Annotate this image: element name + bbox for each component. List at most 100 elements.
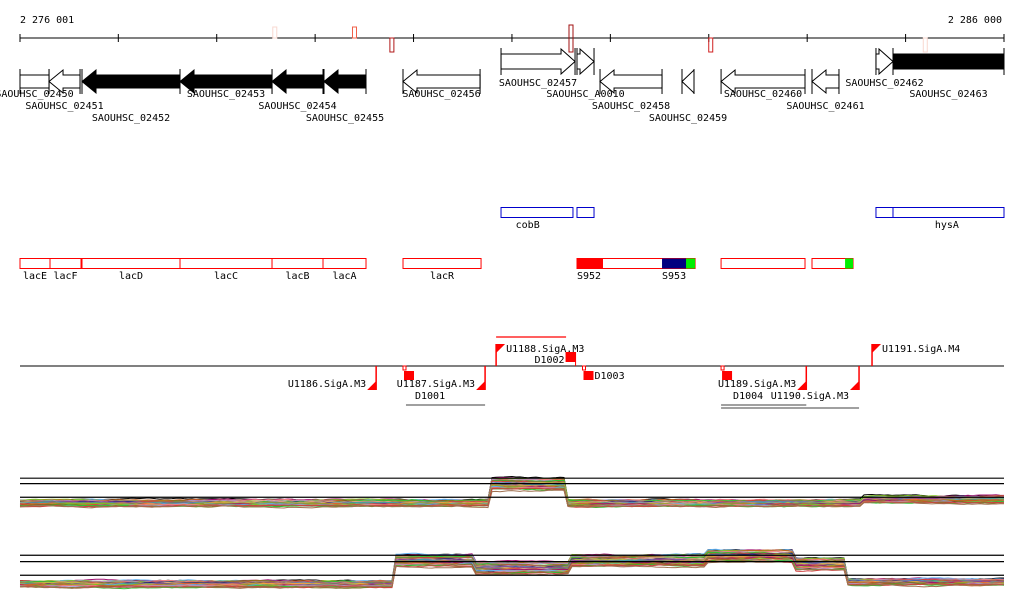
operon-box[interactable] [19, 258, 51, 269]
gene-arrow-shape [500, 47, 576, 76]
gene-label: SAOUHSC_02450 [0, 89, 74, 100]
terminator-d1004[interactable]: D1004 [720, 365, 763, 402]
gene-label: SAOUHSC_02452 [92, 113, 170, 124]
expression-series-line [19, 559, 1005, 588]
transcript-segment[interactable] [686, 258, 696, 269]
gene-saouhsc-02463[interactable]: SAOUHSC_02463 [892, 48, 1005, 100]
operon-box[interactable] [271, 258, 324, 269]
operon-box[interactable] [892, 207, 1005, 218]
gene-saouhsc-a0010[interactable]: SAOUHSC_A0010 [546, 47, 625, 100]
gene-saouhsc-02454[interactable]: SAOUHSC_02454 [258, 68, 337, 112]
operon-box[interactable] [81, 258, 181, 269]
terminator-label: D1001 [415, 391, 445, 402]
gene-saouhsc-02456[interactable]: SAOUHSC_02456 [402, 68, 481, 100]
promoter-u1189-siga-m3[interactable]: U1189.SigA.M3 [718, 366, 808, 390]
gene-saouhsc-02452[interactable]: SAOUHSC_02452 [81, 68, 181, 124]
promoter-label: U1189.SigA.M3 [718, 379, 796, 390]
ruler-marker[interactable] [351, 26, 357, 39]
promoter-label: U1191.SigA.M4 [882, 344, 960, 355]
promoter-flag-icon [496, 344, 506, 353]
ruler-marker[interactable] [922, 37, 928, 53]
terminator-stem [581, 365, 586, 371]
coordinate-ruler[interactable]: 2 276 001 2 286 000 [19, 15, 1005, 53]
transcript-segment[interactable] [576, 258, 603, 269]
ruler-marker[interactable] [568, 24, 574, 53]
gene-label: SAOUHSC_02463 [909, 89, 987, 100]
terminator-d1002[interactable]: D1002 [534, 352, 577, 366]
gene-arrow-shape [681, 68, 695, 95]
transcript-segment[interactable] [662, 258, 689, 269]
operon-label: lacE [23, 271, 47, 282]
operon-label: lacA [332, 271, 356, 282]
gene-saouhsc-02461[interactable]: SAOUHSC_02461 [786, 68, 865, 112]
expression-tracks[interactable] [19, 475, 1005, 590]
gene-arrow-shape [811, 68, 840, 95]
gene-saouhsc-02460[interactable]: SAOUHSC_02460 [720, 68, 806, 100]
terminator-stem [402, 365, 407, 371]
gene-arrow-shape [19, 74, 50, 89]
gene-arrow-shape [875, 47, 894, 76]
transcript-label: S952 [577, 271, 601, 282]
gene-arrow-shape [81, 68, 181, 95]
operon-label: lacF [53, 271, 77, 282]
operon-box[interactable] [49, 258, 82, 269]
expression-series-line [19, 489, 1005, 509]
ruler-marker[interactable] [708, 37, 714, 53]
expression-track-1[interactable] [19, 475, 1005, 509]
gene-label: SAOUHSC_02451 [25, 101, 103, 112]
operon-box[interactable] [875, 207, 894, 218]
operon-box[interactable] [720, 258, 806, 269]
gene-saouhsc-02457[interactable]: SAOUHSC_02457 [499, 47, 577, 89]
gene-label: SAOUHSC_02455 [306, 113, 384, 124]
terminator-stem [720, 365, 725, 371]
promoter-u1191-siga-m4[interactable]: U1191.SigA.M4 [871, 344, 960, 366]
operon-box[interactable] [179, 258, 273, 269]
gene-arrow-shape [323, 68, 367, 95]
gene-label: SAOUHSC_02457 [499, 78, 577, 89]
ruler-marker[interactable] [272, 26, 278, 39]
operon-box[interactable] [576, 207, 595, 218]
promoter-u1187-siga-m3[interactable]: U1187.SigA.M3 [397, 366, 486, 390]
transcript-segment[interactable] [845, 258, 854, 269]
promoter-flag-icon [850, 381, 860, 390]
terminator-icon [403, 371, 414, 380]
gene-arrow-shape [892, 53, 1005, 70]
promoter-u1186-siga-m3[interactable]: U1186.SigA.M3 [288, 366, 377, 390]
promoter-u1188-siga-m3[interactable]: U1188.SigA.M3 [495, 344, 584, 366]
promoter-flag-icon [476, 381, 486, 390]
gene-label: SAOUHSC_02458 [592, 101, 670, 112]
operon-label: hysA [935, 220, 959, 231]
terminator-d1003[interactable]: D1003 [581, 365, 625, 382]
transcript-label: S953 [662, 271, 686, 282]
expression-series-line [19, 560, 1005, 589]
gene-arrow-shape [271, 68, 324, 95]
promoter-label: U1187.SigA.M3 [397, 379, 475, 390]
terminator-d1001[interactable]: D1001 [402, 365, 445, 402]
operon-box[interactable] [402, 258, 482, 269]
gene-saouhsc-02459[interactable]: SAOUHSC_02459 [649, 68, 727, 124]
terminator-icon [583, 371, 594, 380]
operon-box[interactable] [500, 207, 574, 218]
gene-label: SAOUHSC_02462 [845, 78, 923, 89]
gene-saouhsc-02455[interactable]: SAOUHSC_02455 [306, 68, 384, 124]
operon-label: lacR [430, 271, 455, 282]
gene-saouhsc-02453[interactable]: SAOUHSC_02453 [179, 68, 273, 100]
gene-label: SAOUHSC_02453 [187, 89, 265, 100]
terminator-label: D1003 [594, 371, 624, 382]
gene-saouhsc-02451[interactable]: SAOUHSC_02451 [25, 68, 104, 112]
terminator-icon [722, 371, 733, 380]
terminator-icon [565, 352, 576, 362]
gene-saouhsc-02458[interactable]: SAOUHSC_02458 [592, 68, 670, 112]
gene-label: SAOUHSC_02460 [724, 89, 802, 100]
operon-box[interactable] [322, 258, 367, 269]
expression-track-2[interactable] [19, 548, 1005, 590]
ruler-marker[interactable] [389, 37, 395, 53]
gene-label: SAOUHSC_02456 [402, 89, 480, 100]
ruler-start-label: 2 276 001 [20, 15, 74, 26]
promoter-u1190-siga-m3[interactable]: U1190.SigA.M3 [771, 366, 860, 402]
